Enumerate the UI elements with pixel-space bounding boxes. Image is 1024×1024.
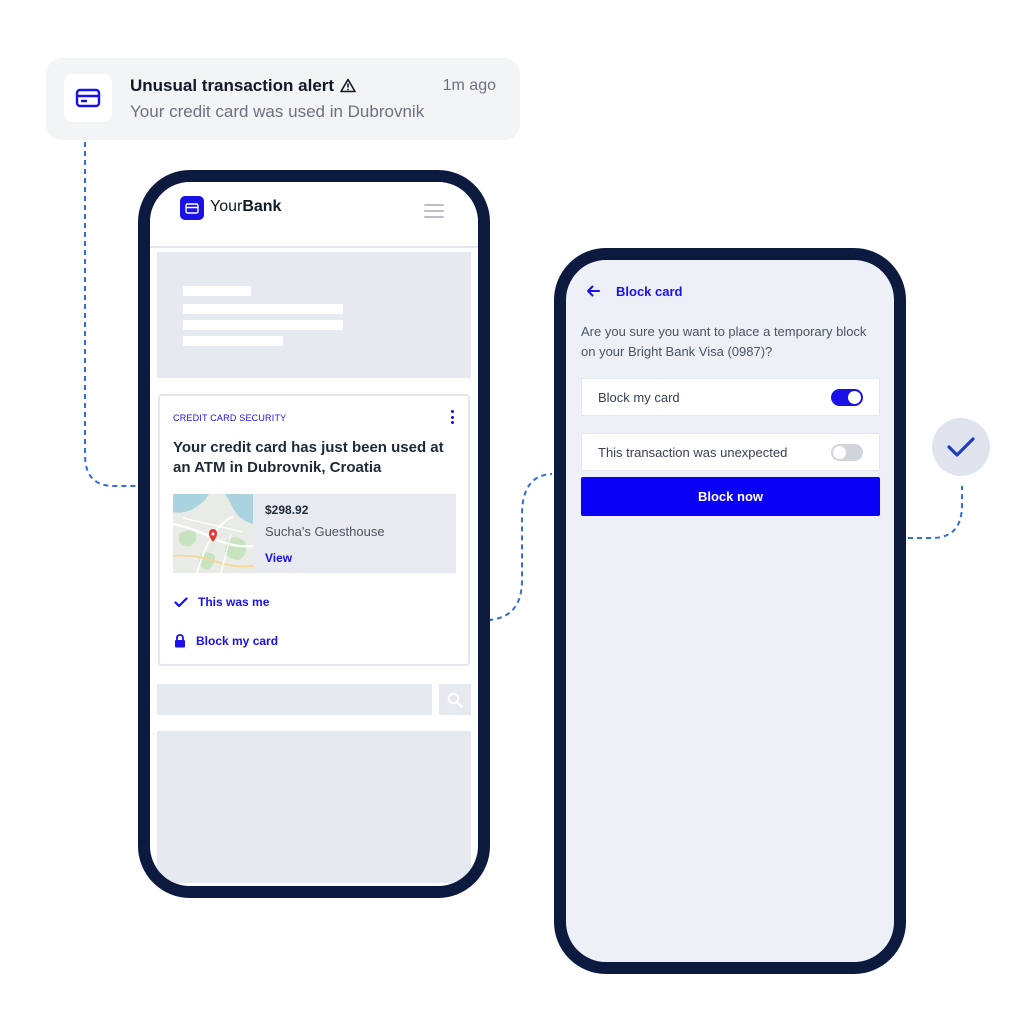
this-was-me-button[interactable]: This was me	[174, 592, 269, 612]
option-label: This transaction was unexpected	[598, 445, 788, 460]
kebab-menu-icon[interactable]	[450, 410, 454, 424]
notification-title-text: Unusual transaction alert	[130, 76, 335, 95]
unexpected-transaction-toggle[interactable]	[831, 444, 863, 461]
search-input[interactable]	[157, 684, 432, 715]
connector-block-screen-to-check	[908, 486, 963, 539]
option-transaction-unexpected[interactable]: This transaction was unexpected	[581, 433, 880, 471]
placeholder-line	[183, 286, 251, 296]
arrow-left-icon[interactable]	[586, 284, 600, 298]
card-title: Your credit card has just been used at a…	[173, 439, 444, 476]
banner-placeholder	[157, 252, 471, 378]
block-card-question: Are you sure you want to place a tempora…	[581, 324, 867, 359]
check-icon	[947, 437, 975, 457]
app-header: YourBank	[150, 182, 478, 248]
lock-icon	[175, 634, 185, 648]
notification-time: 1m ago	[442, 77, 496, 94]
block-card-toggle[interactable]	[831, 389, 863, 406]
bank-logo[interactable]	[180, 196, 204, 220]
option-label: Block my card	[598, 390, 680, 405]
placeholder-line	[183, 304, 343, 314]
brand-bold: Bank	[242, 198, 282, 215]
bank-brand-name: YourBank	[210, 198, 281, 216]
credit-card-icon	[75, 88, 101, 108]
phone-block-card-screen: Block card Are you sure you want to plac…	[554, 248, 906, 974]
security-alert-card: CREDIT CARD SECURITY Your credit card ha…	[158, 394, 470, 666]
this-was-me-label: This was me	[198, 595, 270, 609]
warning-icon	[340, 78, 356, 98]
placeholder-line	[183, 320, 343, 330]
search-icon	[447, 692, 463, 708]
map-thumbnail[interactable]	[173, 494, 253, 573]
brand-regular: Your	[210, 198, 243, 215]
card-kicker: CREDIT CARD SECURITY	[173, 413, 287, 423]
credit-card-icon	[185, 202, 199, 214]
check-icon	[174, 596, 188, 607]
content-placeholder	[157, 731, 471, 883]
phone-bank-app: YourBank CREDIT CARD SECURITY Your credi…	[138, 170, 490, 898]
transaction-notification[interactable]: Unusual transaction alert 1m ago Your cr…	[46, 58, 520, 140]
transaction-detail: $298.92 Sucha's Guesthouse View	[173, 494, 456, 573]
block-my-card-button[interactable]: Block my card	[174, 631, 278, 651]
block-my-card-label: Block my card	[196, 634, 279, 648]
notification-icon-box	[64, 74, 112, 122]
notification-message: Your credit card was used in Dubrovnik	[130, 102, 425, 121]
map-pin-icon	[209, 529, 217, 542]
confirmation-badge	[932, 418, 990, 476]
hamburger-menu-icon[interactable]	[424, 204, 444, 218]
notification-title: Unusual transaction alert	[130, 76, 356, 98]
connector-notification-to-phone	[84, 142, 136, 487]
option-block-my-card[interactable]: Block my card	[581, 378, 880, 416]
block-now-button[interactable]: Block now	[581, 477, 880, 516]
transaction-amount: $298.92	[265, 503, 309, 517]
search-button[interactable]	[439, 684, 471, 715]
connector-phone-to-block-screen	[487, 473, 553, 621]
transaction-merchant: Sucha's Guesthouse	[265, 524, 385, 539]
view-transaction-link[interactable]: View	[265, 551, 293, 565]
placeholder-line	[183, 336, 283, 346]
block-card-title: Block card	[616, 284, 683, 299]
